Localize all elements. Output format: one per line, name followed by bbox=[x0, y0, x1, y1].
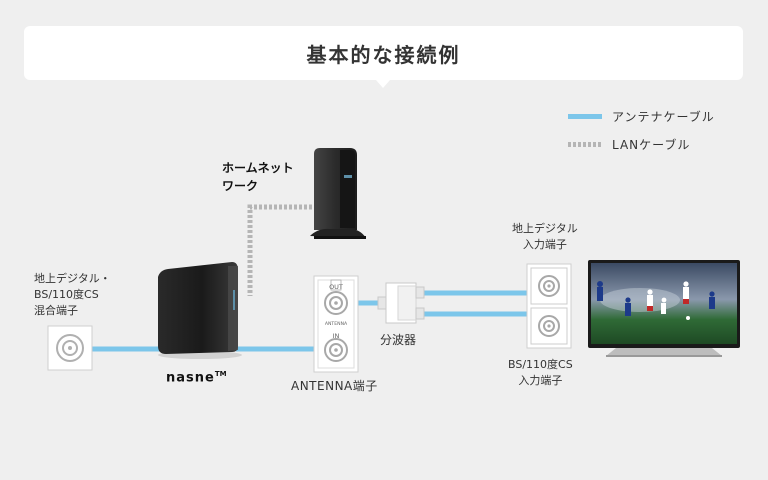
wall-outlet-label: 地上デジタル・ BS/110度CS 混合端子 bbox=[34, 271, 111, 319]
wall-outlet-label-line-2: BS/110度CS bbox=[34, 288, 99, 301]
tv-terrestrial-label-line-1: 地上デジタル bbox=[512, 222, 578, 235]
legend-lan: LANケーブル bbox=[568, 136, 690, 153]
antenna-cable-swatch bbox=[568, 114, 602, 119]
router-label-line-1: ホームネット bbox=[222, 161, 294, 175]
lan-cable-swatch bbox=[568, 142, 602, 147]
antenna-port-plate: OUT ANTENNA IN bbox=[313, 275, 359, 373]
page-title: 基本的な接続例 bbox=[306, 42, 461, 67]
tv-terrestrial-label: 地上デジタル 入力端子 bbox=[512, 221, 578, 253]
router-label-line-2: ワーク bbox=[222, 179, 259, 193]
nasne-device bbox=[158, 262, 242, 359]
title-banner-pointer bbox=[376, 80, 390, 88]
television bbox=[588, 260, 740, 357]
tv-bs-label: BS/110度CS 入力端子 bbox=[508, 357, 573, 389]
nasne-name: nasne bbox=[166, 370, 215, 386]
router-label: ホームネット ワーク bbox=[222, 159, 294, 195]
legend-antenna-label: アンテナケーブル bbox=[612, 110, 715, 124]
splitter-device bbox=[377, 282, 425, 324]
splitter-label: 分波器 bbox=[380, 333, 417, 347]
wall-outlet-label-line-3: 混合端子 bbox=[34, 304, 78, 317]
port-in-label: IN bbox=[333, 332, 340, 340]
tv-bs-label-line-2: 入力端子 bbox=[518, 374, 563, 387]
legend-lan-label: LANケーブル bbox=[612, 138, 691, 152]
tv-terrestrial-label-line-2: 入力端子 bbox=[522, 238, 567, 251]
tv-bs-label-line-1: BS/110度CS bbox=[508, 358, 573, 371]
router-device bbox=[310, 148, 366, 239]
nasne-trademark: TM bbox=[214, 370, 227, 378]
port-out-label: OUT bbox=[329, 283, 343, 291]
lan-cable bbox=[247, 204, 312, 296]
port-antenna-label: ANTENNA bbox=[325, 321, 348, 327]
wall-outlet-label-line-1: 地上デジタル・ bbox=[34, 272, 111, 285]
antenna-port-label: ANTENNA端子 bbox=[291, 379, 378, 393]
tv-input-plate bbox=[526, 263, 572, 349]
title-banner: 基本的な接続例 bbox=[24, 26, 743, 80]
nasne-label: nasneTM bbox=[166, 370, 227, 385]
legend-antenna: アンテナケーブル bbox=[568, 108, 715, 125]
wall-outlet bbox=[47, 325, 93, 371]
